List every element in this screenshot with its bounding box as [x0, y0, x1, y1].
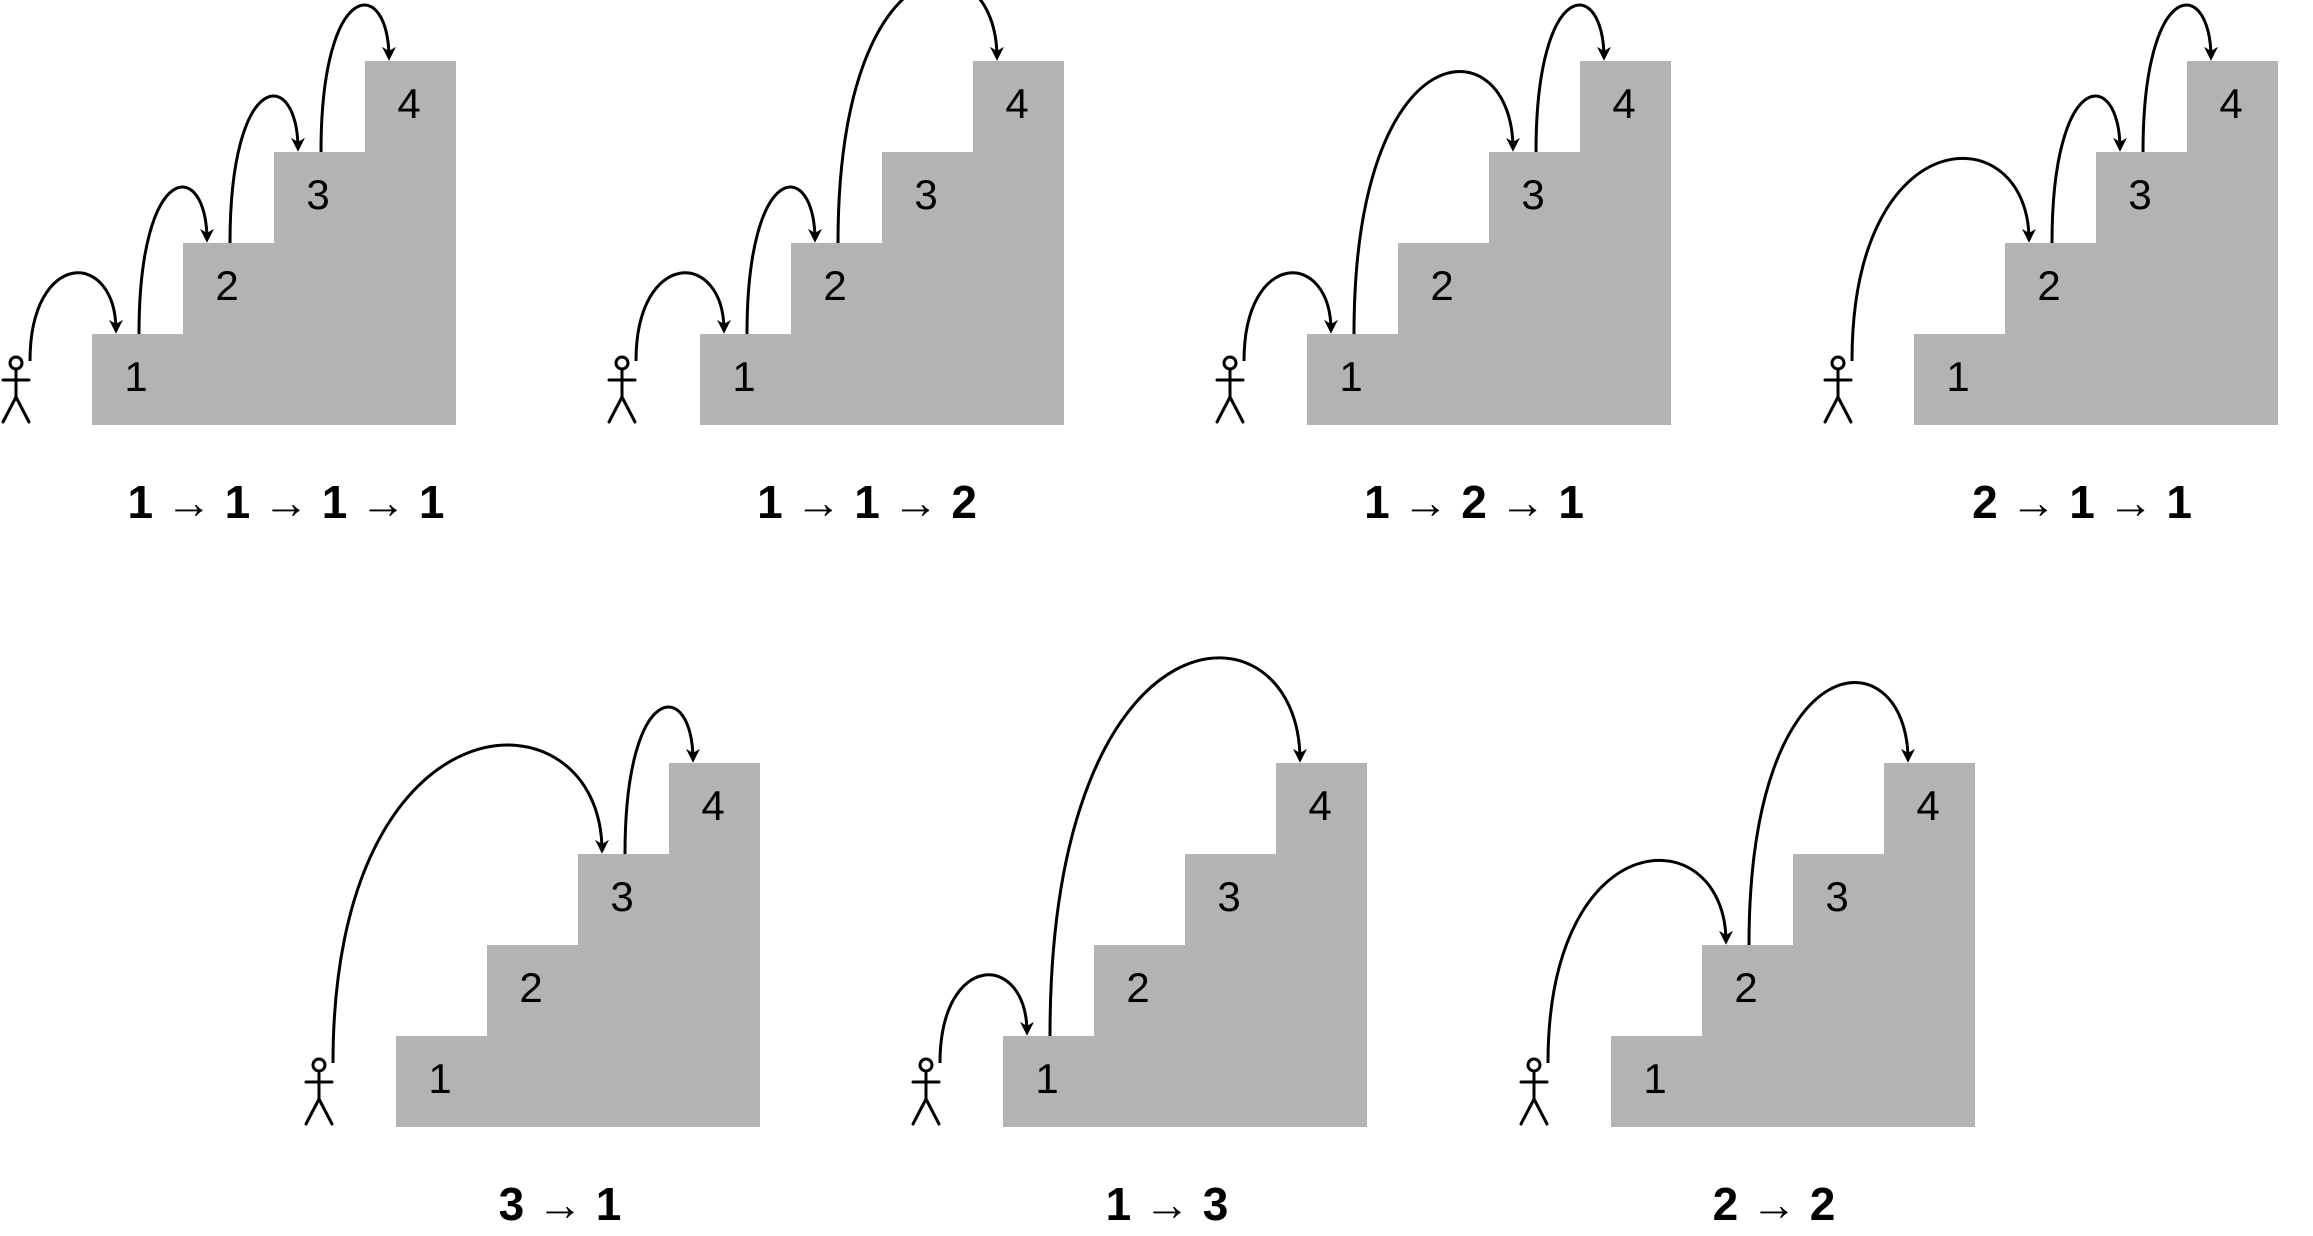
- step-number-1: 1: [732, 353, 755, 400]
- sequence-label: 1 → 3: [1106, 1178, 1229, 1230]
- step-number-4: 4: [701, 782, 724, 829]
- step-number-4: 4: [2219, 80, 2242, 127]
- jump-arrow-2: [745, 185, 822, 335]
- jump-arrow-1: [938, 973, 1034, 1064]
- jump-arrow-4: [319, 3, 396, 153]
- step-number-1: 1: [1946, 353, 1969, 400]
- step-number-2: 2: [2037, 262, 2060, 309]
- stair-panel-6: 1 2 3 4 1 → 3: [911, 656, 1367, 1230]
- step-number-1: 1: [1643, 1055, 1666, 1102]
- stair-panel-5: 1 2 3 4 3 → 1: [304, 705, 760, 1230]
- staircase: [1307, 61, 1671, 425]
- step-number-2: 2: [1430, 262, 1453, 309]
- jump-arrow-2: [1352, 70, 1520, 335]
- step-number-3: 3: [1217, 873, 1240, 920]
- sequence-label: 1 → 1 → 1 → 1: [127, 476, 444, 528]
- step-number-2: 2: [519, 964, 542, 1011]
- staircase: [1003, 763, 1367, 1127]
- stick-figure-icon: [304, 1057, 334, 1126]
- jump-arrow-3: [2141, 3, 2218, 153]
- stick-figure-icon: [1215, 355, 1245, 424]
- step-number-4: 4: [397, 80, 420, 127]
- stick-figure-icon: [607, 355, 637, 424]
- sequence-label: 1 → 2 → 1: [1364, 476, 1584, 528]
- step-number-2: 2: [1126, 964, 1149, 1011]
- jump-arrow-1: [1242, 271, 1338, 362]
- step-number-4: 4: [1005, 80, 1028, 127]
- jump-arrow-2: [623, 705, 700, 855]
- jump-arrow-3: [1534, 3, 1611, 153]
- step-number-4: 4: [1916, 782, 1939, 829]
- stick-figure-icon: [1519, 1057, 1549, 1126]
- stick-figure-icon: [1823, 355, 1853, 424]
- jump-arrow-1: [1546, 858, 1733, 1064]
- jump-arrow-2: [137, 185, 214, 335]
- sequence-label: 2 → 1 → 1: [1972, 476, 2192, 528]
- staircase: [92, 61, 456, 425]
- step-number-3: 3: [914, 171, 937, 218]
- step-number-3: 3: [306, 171, 329, 218]
- step-number-2: 2: [1734, 964, 1757, 1011]
- stick-figure-icon: [911, 1057, 941, 1126]
- step-number-4: 4: [1612, 80, 1635, 127]
- step-number-1: 1: [1339, 353, 1362, 400]
- step-number-1: 1: [428, 1055, 451, 1102]
- jump-arrow-1: [331, 743, 609, 1064]
- staircase: [396, 763, 760, 1127]
- step-number-1: 1: [1035, 1055, 1058, 1102]
- stair-panel-4: 1 2 3 4 2 → 1 → 1: [1823, 3, 2278, 528]
- stair-panel-7: 1 2 3 4 2 → 2: [1519, 681, 1975, 1230]
- staircase: [1914, 61, 2278, 425]
- staircase: [1611, 763, 1975, 1127]
- jump-arrow-2: [2050, 94, 2127, 244]
- staircase: [700, 61, 1064, 425]
- step-number-3: 3: [610, 873, 633, 920]
- sequence-label: 3 → 1: [499, 1178, 622, 1230]
- stair-panel-3: 1 2 3 4 1 → 2 → 1: [1215, 3, 1671, 528]
- step-number-1: 1: [124, 353, 147, 400]
- step-number-3: 3: [1521, 171, 1544, 218]
- jump-arrow-1: [634, 271, 731, 362]
- step-number-2: 2: [215, 262, 238, 309]
- jump-arrow-3: [836, 0, 1004, 244]
- jump-arrow-2: [1048, 656, 1307, 1037]
- sequence-label: 1 → 1 → 2: [757, 476, 977, 528]
- jump-arrow-3: [228, 94, 305, 244]
- step-number-3: 3: [1825, 873, 1848, 920]
- step-number-4: 4: [1308, 782, 1331, 829]
- stair-panel-1: 1 2 3 4 1 → 1 → 1 → 1: [1, 3, 456, 528]
- jump-arrow-2: [1747, 681, 1915, 946]
- step-number-2: 2: [823, 262, 846, 309]
- jump-arrow-1: [28, 271, 123, 362]
- stair-panel-2: 1 2 3 4 1 → 1 → 2: [607, 0, 1064, 528]
- step-number-3: 3: [2128, 171, 2151, 218]
- sequence-label: 2 → 2: [1713, 1178, 1836, 1230]
- stick-figure-icon: [1, 355, 31, 424]
- jump-arrow-1: [1850, 156, 2036, 362]
